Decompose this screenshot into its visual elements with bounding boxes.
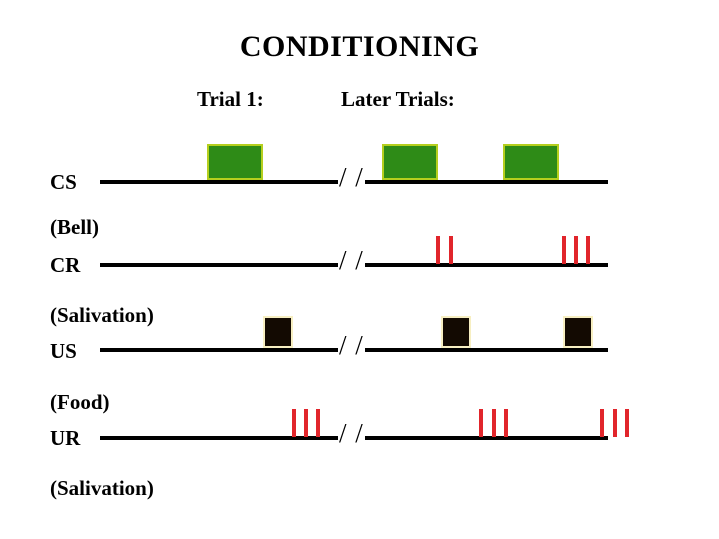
timeline-break-ur: / /: [338, 418, 365, 448]
response-tick-cr: [574, 236, 578, 264]
response-tick-ur: [613, 409, 617, 437]
response-tick-cr: [562, 236, 566, 264]
response-tick-cr: [436, 236, 440, 264]
response-tick-ur: [292, 409, 296, 437]
response-tick-cr: [449, 236, 453, 264]
column-header-later-trials: Later Trials:: [341, 87, 455, 111]
us-stimulus-block: [263, 316, 293, 348]
row-sublabel-ur: (Salivation): [50, 476, 154, 500]
cs-stimulus-block: [207, 144, 263, 180]
us-stimulus-block: [441, 316, 471, 348]
cs-stimulus-block: [503, 144, 559, 180]
row-label-cr: CR: [50, 253, 81, 277]
response-tick-ur: [600, 409, 604, 437]
response-tick-ur: [625, 409, 629, 437]
us-stimulus-block: [563, 316, 593, 348]
row-label-cs: CS: [50, 170, 77, 194]
row-sublabel-us: (Food): [50, 390, 110, 414]
response-tick-ur: [316, 409, 320, 437]
response-tick-ur: [479, 409, 483, 437]
timeline-break-us: / /: [338, 330, 365, 360]
row-sublabel-cs: (Bell): [50, 215, 99, 239]
timeline-break-cs: / /: [338, 162, 365, 192]
row-label-us: US: [50, 339, 77, 363]
timeline-break-cr: / /: [338, 245, 365, 275]
row-label-ur: UR: [50, 426, 81, 450]
cs-stimulus-block: [382, 144, 438, 180]
response-tick-ur: [304, 409, 308, 437]
response-tick-ur: [492, 409, 496, 437]
response-tick-ur: [504, 409, 508, 437]
row-sublabel-cr: (Salivation): [50, 303, 154, 327]
response-tick-cr: [586, 236, 590, 264]
page-title: CONDITIONING: [239, 30, 480, 63]
column-header-trial-1: Trial 1:: [197, 87, 264, 111]
